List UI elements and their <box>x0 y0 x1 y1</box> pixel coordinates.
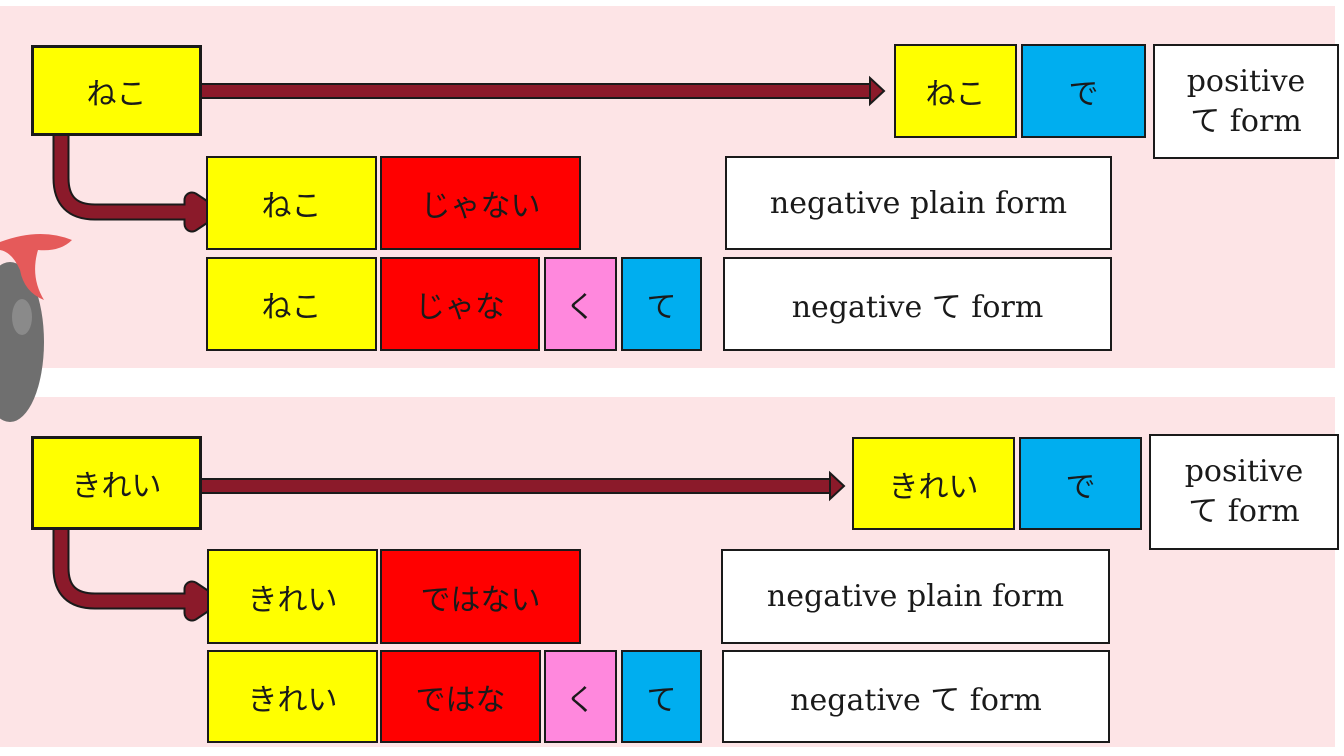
negative-plain-stem-box: きれい <box>207 549 378 644</box>
negative-te-ku-box: く <box>544 257 617 351</box>
label-line-2: て form <box>1188 494 1300 529</box>
negative-te-stem-box: きれい <box>207 650 378 743</box>
positive-te-form-label: positive て form <box>1149 434 1339 550</box>
negative-plain-suffix-box: ではない <box>380 549 581 644</box>
negative-plain-stem-box: ねこ <box>206 156 377 250</box>
label-line-1: positive <box>1184 454 1304 489</box>
positive-stem-box: ねこ <box>894 44 1017 138</box>
negative-te-te-box: て <box>621 257 702 351</box>
negative-plain-form-label: negative plain form <box>725 156 1112 250</box>
negative-te-suffix-box: じゃな <box>380 257 540 351</box>
root-word-box: きれい <box>31 436 202 530</box>
label-line-1: positive <box>1186 63 1306 99</box>
negative-te-stem-box: ねこ <box>206 257 377 351</box>
negative-te-form-label: negative て form <box>723 257 1112 351</box>
positive-stem-box: きれい <box>852 437 1015 530</box>
negative-te-ku-box: く <box>544 650 617 743</box>
positive-te-box: で <box>1019 437 1142 530</box>
positive-te-box: で <box>1021 44 1146 138</box>
arrow-root-to-positive-2 <box>199 470 846 502</box>
positive-te-form-label: positive て form <box>1153 44 1339 159</box>
negative-plain-form-label: negative plain form <box>721 549 1110 644</box>
root-word-box: ねこ <box>31 45 202 136</box>
arrow-root-to-positive-1 <box>199 75 886 107</box>
negative-te-suffix-box: ではな <box>380 650 541 743</box>
negative-te-form-label: negative て form <box>722 650 1110 743</box>
cat-mascot-image <box>0 233 72 422</box>
negative-plain-suffix-box: じゃない <box>380 156 581 250</box>
negative-te-te-box: て <box>621 650 702 743</box>
label-line-2: て form <box>1190 103 1302 139</box>
